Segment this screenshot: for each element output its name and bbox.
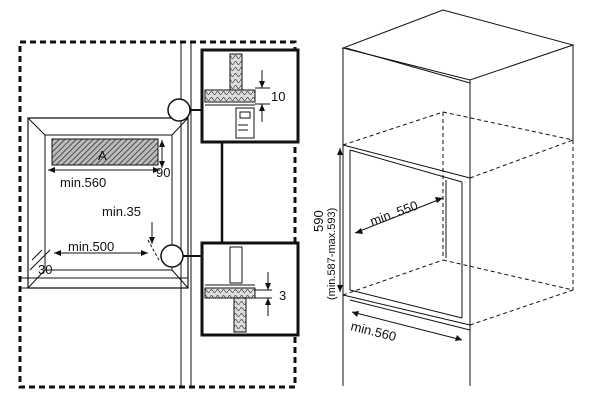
perspective-view: 590 (min.587-max.593) min. 550 min.560 [311, 9, 575, 386]
front-view: A min.560 90 min.35 min.500 30 [18, 40, 297, 389]
dim-min550: min. 550 [368, 198, 420, 229]
dim-90: 90 [156, 165, 170, 180]
hatched-area-a [51, 138, 159, 166]
oven-niche [20, 117, 189, 289]
dim-line-30 [31, 249, 43, 261]
dim-min560: min.560 [60, 175, 106, 190]
dim-min500: min.500 [68, 239, 114, 254]
dim-line-depth [354, 197, 444, 234]
dim-10: 10 [271, 89, 285, 104]
label-a: A [98, 148, 107, 163]
niche-opening [342, 111, 574, 386]
detail-marker-top [167, 98, 191, 122]
detail-marker-bottom [160, 244, 184, 268]
detail-views: 10 3 [183, 48, 300, 337]
detail-box-top: 10 [200, 48, 300, 144]
dim-30: 30 [38, 262, 52, 277]
dim-3: 3 [279, 288, 286, 303]
detail-box-bottom: 3 [200, 241, 300, 337]
dim-min35: min.35 [102, 204, 141, 219]
top-cabinet [341, 9, 575, 178]
dim-line-width [351, 311, 463, 341]
dim-590: 590 [311, 210, 326, 232]
dim-590-range: (min.587-max.593) [326, 208, 338, 300]
